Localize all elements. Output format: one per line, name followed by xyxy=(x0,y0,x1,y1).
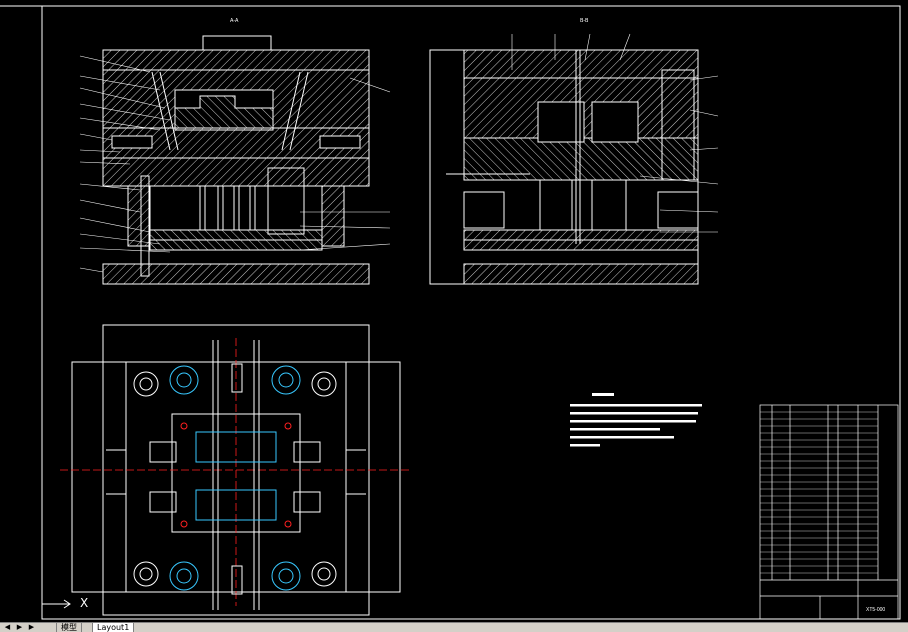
bill-of-materials: XT5-000 xyxy=(759,404,899,620)
plan-view xyxy=(60,324,412,616)
section-a-label: A-A xyxy=(230,18,239,24)
tab-scroll-end-icon[interactable]: ▶ xyxy=(28,623,35,631)
tab-model[interactable]: 模型 xyxy=(56,623,82,632)
ucs-x-axis-label: X xyxy=(80,596,89,610)
ucs-icon xyxy=(42,599,71,609)
section-view-b: B-B xyxy=(429,18,719,285)
tab-scroll-right-icon[interactable]: ▶ xyxy=(16,623,23,631)
drawing-border xyxy=(0,5,901,620)
section-view-a: A-A xyxy=(79,18,391,285)
technical-notes xyxy=(570,393,702,447)
section-b-label: B-B xyxy=(580,18,589,24)
tab-layout1[interactable]: Layout1 xyxy=(92,623,135,632)
drawing-number: XT5-000 xyxy=(866,607,885,613)
tab-scroll-left-icon[interactable]: ◀ xyxy=(4,623,11,631)
layout-tab-bar: ◀ ▶ ▶ 模型 Layout1 xyxy=(0,622,908,632)
